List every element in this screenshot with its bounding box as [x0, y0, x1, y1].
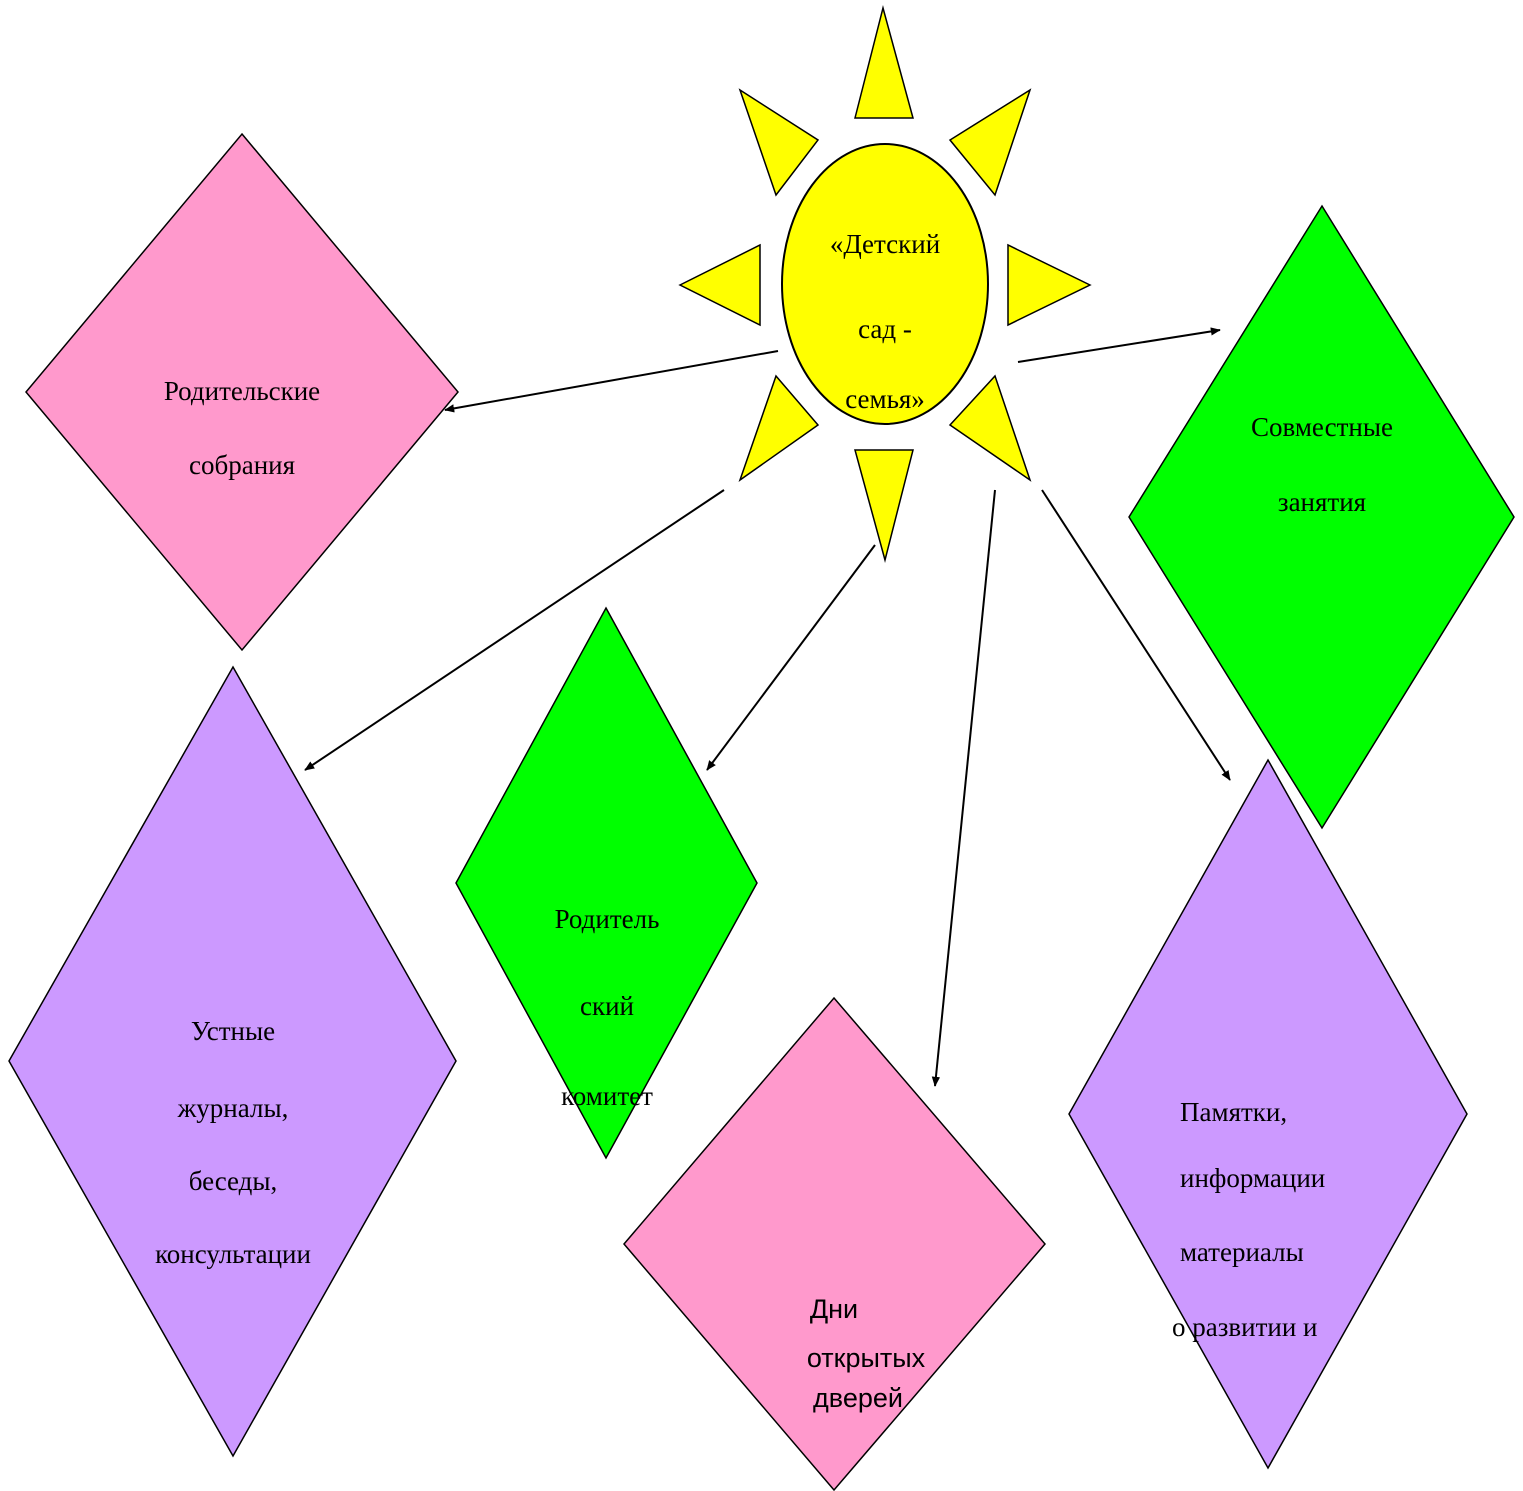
node-parent-meetings-line-1: Родительские	[164, 376, 320, 406]
node-joint-classes	[1128, 204, 1515, 830]
sun-ray-top	[854, 5, 914, 119]
center-label-line-3: семья»	[845, 384, 925, 414]
node-open-days	[623, 996, 1046, 1491]
sun-ray-top-right	[948, 88, 1032, 197]
node-parent-committee-line-2: ский	[580, 991, 634, 1021]
sun-center	[781, 143, 989, 425]
arrow-to-open-days	[931, 489, 996, 1087]
arrow-to-oral-journals	[304, 489, 725, 771]
arrow-to-committee	[706, 544, 876, 771]
sun-ray-bottom-right	[948, 374, 1032, 482]
center-label-line-2: сад -	[858, 314, 912, 344]
node-oral-journals-line-1: Устные	[191, 1016, 275, 1046]
node-oral-journals	[8, 665, 457, 1458]
sun-ray-bottom-left	[738, 374, 820, 482]
node-parent-committee-line-3: комитет	[561, 1081, 653, 1111]
sun-rays	[678, 5, 1092, 563]
node-joint-classes-line-2: занятия	[1278, 487, 1366, 517]
center-label-line-1: «Детский	[830, 229, 940, 259]
node-open-days-line-1: Дни	[810, 1294, 858, 1324]
sun-ray-bottom	[854, 449, 914, 563]
node-parent-meetings-line-2: собрания	[189, 450, 295, 480]
arrow-to-meetings	[444, 350, 779, 413]
node-oral-journals-line-3: беседы,	[189, 1166, 278, 1196]
node-memos	[1068, 758, 1468, 1470]
sun-ray-right	[1007, 243, 1092, 327]
sun-ray-top-left	[738, 88, 820, 197]
node-parent-committee	[455, 606, 758, 1160]
node-memos-line-2: информации	[1180, 1163, 1325, 1193]
node-memos-line-3: материалы	[1180, 1237, 1304, 1267]
node-parent-committee-line-1: Родитель	[555, 904, 660, 934]
node-joint-classes-line-1: Совместные	[1251, 412, 1393, 442]
arrow-to-memos	[1041, 489, 1231, 781]
node-parent-meetings	[25, 132, 459, 652]
node-memos-line-1: Памятки,	[1180, 1097, 1287, 1127]
node-oral-journals-line-4: консультации	[155, 1239, 311, 1269]
node-memos-line-4: о развитии и	[1172, 1312, 1318, 1342]
sun-ray-left	[678, 243, 761, 327]
node-open-days-line-2: открытых	[807, 1343, 926, 1373]
node-oral-journals-line-2: журналы,	[177, 1093, 289, 1123]
connector-arrows	[304, 327, 1231, 1087]
arrow-to-joint-classes	[1017, 327, 1221, 363]
node-open-days-line-3: дверей	[813, 1383, 903, 1413]
